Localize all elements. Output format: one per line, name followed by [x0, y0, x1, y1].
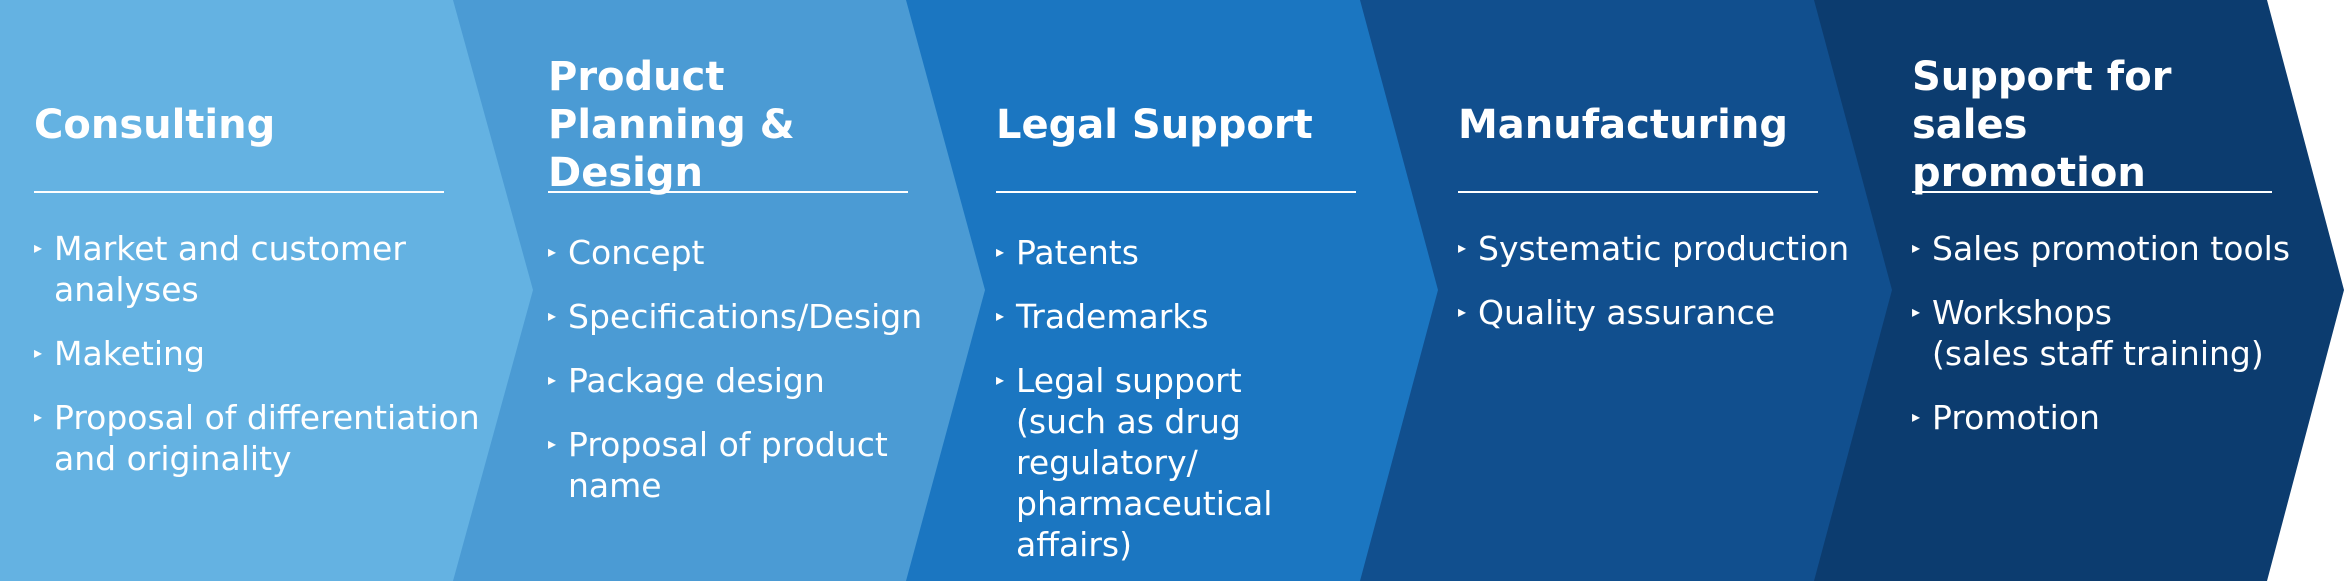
chevron-support-for-sales-promotion: [1814, 0, 2344, 581]
stage-title-text: Manufacturing: [1458, 102, 1788, 148]
stage-title-text: Consulting: [34, 102, 276, 148]
list-item-text: Specifications/Design: [568, 297, 923, 336]
list-item-text: Maketing: [54, 334, 205, 373]
list-item: ▸ Workshops (sales staff training): [1912, 292, 2292, 374]
bullet-arrow-icon: ▸: [1912, 407, 1921, 426]
stage-item-list: ▸ Systematic production ▸ Quality assuranc…: [1458, 228, 1868, 356]
stage-title-text: Legal Support: [996, 102, 1313, 148]
list-item-text: Quality assurance: [1478, 293, 1776, 332]
list-item: ▸ Concept: [548, 232, 928, 273]
list-item: ▸ Proposal of product name: [548, 424, 928, 506]
list-item: ▸ Legal support (such as drug regulatory/…: [996, 360, 1416, 565]
title-divider: [996, 191, 1356, 193]
stage-consulting: Consulting ▸ Market and customer analyses…: [34, 0, 484, 581]
list-item-text: Promotion: [1932, 398, 2100, 437]
stage-title: Product Planning & Design: [548, 54, 928, 196]
bullet-arrow-icon: ▸: [34, 343, 43, 362]
list-item: ▸ Proposal of differentiation and origina…: [34, 397, 484, 479]
list-item: ▸ Sales promotion tools: [1912, 228, 2292, 269]
stage-item-list: ▸ Concept ▸ Specifications/Design ▸ Package…: [548, 232, 928, 529]
chevron-manufacturing: [1360, 0, 1892, 581]
stage-legal-support: Legal Support ▸ Patents ▸ Trademarks ▸ Lega…: [996, 0, 1416, 581]
list-item: ▸ Package design: [548, 360, 928, 401]
stage-title: Legal Support: [996, 60, 1416, 190]
stage-title-text: Support for sales promotion: [1912, 54, 2172, 196]
bullet-arrow-icon: ▸: [548, 306, 557, 325]
list-item-text: Legal support (such as drug regulatory/ …: [1016, 361, 1273, 564]
list-item: ▸ Trademarks: [996, 296, 1416, 337]
stage-item-list: ▸ Patents ▸ Trademarks ▸ Legal support (suc…: [996, 232, 1416, 588]
stage-title-text: Product Planning & Design: [548, 54, 795, 196]
stage-product-planning-design: Product Planning & Design ▸ Concept ▸ Spec…: [548, 0, 928, 581]
stage-item-list: ▸Market and customer analyses ▸Maketing …: [34, 228, 484, 502]
bullet-arrow-icon: ▸: [996, 370, 1005, 389]
list-item: ▸ Patents: [996, 232, 1416, 273]
list-item: ▸ Quality assurance: [1458, 292, 1868, 333]
list-item-text: Proposal of differentiation and original…: [54, 398, 480, 478]
title-divider: [1912, 191, 2272, 193]
bullet-arrow-icon: ▸: [1458, 238, 1467, 257]
bullet-arrow-icon: ▸: [548, 370, 557, 389]
list-item-text: Workshops (sales staff training): [1932, 293, 2264, 373]
bullet-arrow-icon: ▸: [1458, 302, 1467, 321]
chevron-product-planning-design: [453, 0, 985, 581]
list-item-text: Concept: [568, 233, 705, 272]
bullet-arrow-icon: ▸: [996, 306, 1005, 325]
list-item: ▸ Market and customer analyses: [34, 228, 484, 310]
list-item-text: Trademarks: [1016, 297, 1209, 336]
list-item-text: Systematic production: [1478, 229, 1850, 268]
bullet-arrow-icon: ▸: [548, 242, 557, 261]
stage-support-for-sales-promotion: Support for sales promotion ▸ Sales promo…: [1912, 0, 2292, 581]
list-item: ▸ Specifications/Design: [548, 296, 928, 337]
bullet-arrow-icon: ▸: [34, 238, 43, 257]
bullet-arrow-icon: ▸: [1912, 302, 1921, 321]
stage-title: Manufacturing: [1458, 60, 1868, 190]
title-divider: [1458, 191, 1818, 193]
list-item-text: Package design: [568, 361, 825, 400]
chevron-consulting: [0, 0, 533, 581]
bullet-arrow-icon: ▸: [996, 242, 1005, 261]
title-divider: [548, 191, 908, 193]
list-item: ▸ Maketing: [34, 333, 484, 374]
list-item: ▸ Promotion: [1912, 397, 2292, 438]
stage-manufacturing: Manufacturing ▸ Systematic production ▸ Qu…: [1458, 0, 1868, 581]
bullet-arrow-icon: ▸: [34, 407, 43, 426]
stage-title: Consulting: [34, 60, 484, 190]
list-item: ▸ Systematic production: [1458, 228, 1868, 269]
bullet-arrow-icon: ▸: [1912, 238, 1921, 257]
stage-title: Support for sales promotion: [1912, 54, 2292, 196]
list-item-text: Sales promotion tools: [1932, 229, 2291, 268]
stage-item-list: ▸ Sales promotion tools ▸ Workshops (sales…: [1912, 228, 2292, 461]
chevron-legal-support: [906, 0, 1438, 581]
list-item-text: Patents: [1016, 233, 1139, 272]
title-divider: [34, 191, 444, 193]
bullet-arrow-icon: ▸: [548, 434, 557, 453]
list-item-text: Proposal of product name: [568, 425, 888, 505]
list-item-text: Market and customer analyses: [54, 229, 406, 309]
